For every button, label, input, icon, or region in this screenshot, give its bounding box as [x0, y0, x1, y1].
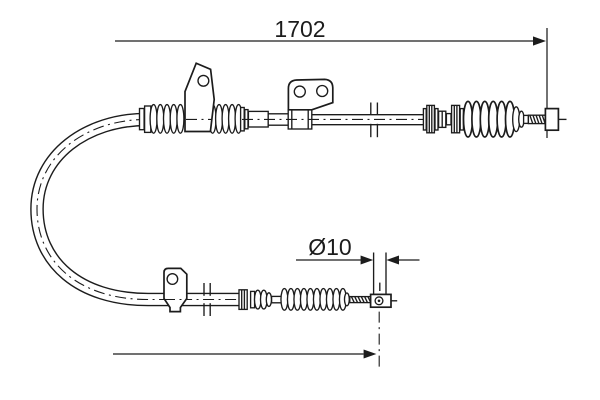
corrugated-boot [149, 103, 185, 134]
tab-bracket [163, 267, 188, 313]
corrugated-boot [208, 103, 243, 134]
bracket-hole [316, 84, 329, 98]
dimension-pin-diameter: Ø10 [296, 234, 420, 265]
mounting-bracket [184, 62, 216, 133]
arrowhead-right [363, 349, 377, 359]
diameter-label: Ø10 [308, 234, 351, 260]
threaded-rod [349, 295, 372, 304]
bracket-hole [166, 273, 179, 285]
dimension-overall-length: 1702 [115, 16, 548, 138]
cable-conduit [30, 112, 243, 307]
threaded-rod [527, 114, 547, 125]
upper-cable-assembly [138, 62, 567, 138]
inner-cable [311, 114, 424, 126]
clevis-pin-end [369, 252, 398, 368]
lower-cable-assembly [163, 252, 398, 368]
adjuster-fittings [238, 289, 283, 311]
bracket-hole [293, 85, 306, 98]
length-label: 1702 [274, 16, 325, 42]
bellows-boot [462, 100, 530, 138]
bracket-hole [197, 74, 210, 87]
bellows-boot [280, 287, 350, 311]
adjuster-fittings [422, 104, 465, 134]
arrowhead-right [533, 36, 546, 46]
break-marks [203, 283, 211, 316]
ferrule-collar [138, 105, 152, 134]
double-hole-bracket [287, 78, 334, 111]
cable-end-block [544, 107, 560, 132]
dimension-lower-length [113, 349, 377, 359]
arrowhead-right [360, 255, 374, 265]
arrowhead-left [386, 255, 399, 265]
conduit-centerline [36, 118, 243, 301]
break-marks [370, 102, 379, 138]
